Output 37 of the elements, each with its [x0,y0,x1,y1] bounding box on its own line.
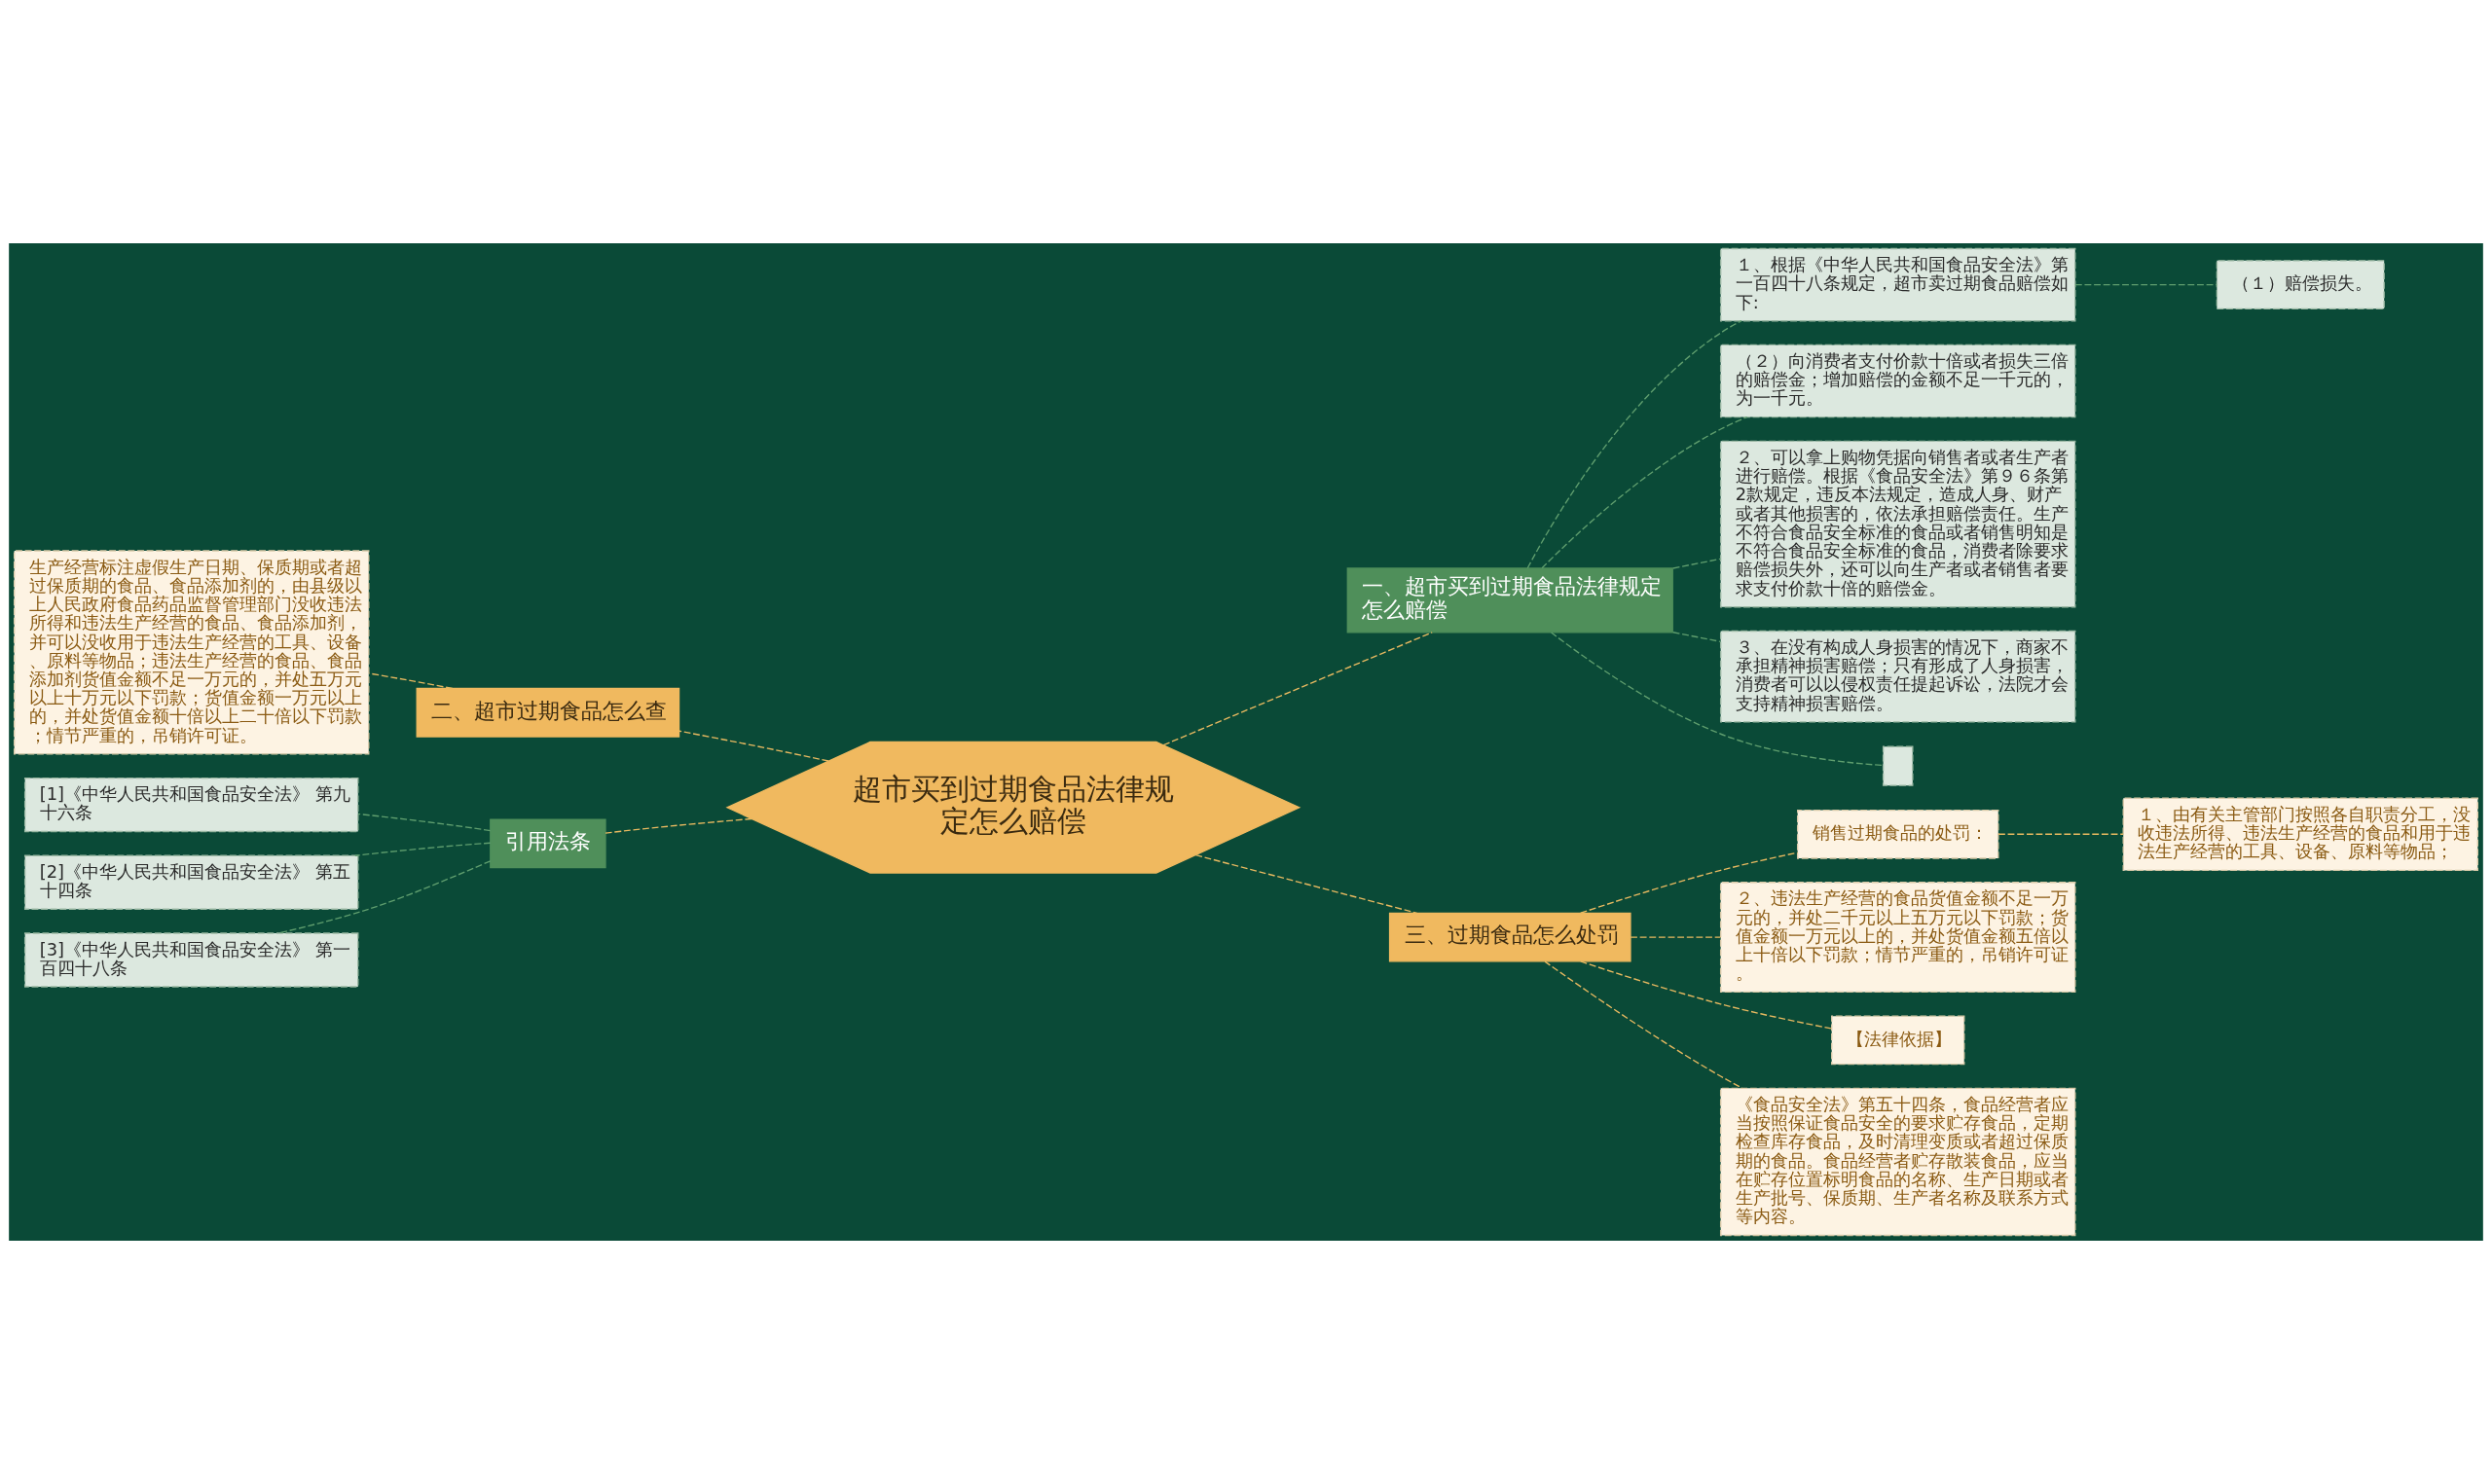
node-box: 二、超市过期食品怎么查 [416,687,680,738]
connector [1194,854,1418,915]
node-box [1882,745,1914,786]
node-box: 三、过期食品怎么处罚 [1388,912,1631,962]
connector [1580,851,1799,914]
node-box: [1]《中华人民共和国食品安全法》 第九十六条 [23,777,359,833]
connector [277,860,492,934]
node-box: （２）向消费者支付价款十倍或者损失三倍的赔偿金；增加赔偿的金额不足一千元的，为一千元。 [1719,344,2076,418]
node-box: 一、超市买到过期食品法律规定怎么赔偿 [1346,567,1673,633]
node-box: ３、在没有构成人身损害的情况下，商家不承担精神损害赔偿；只有形成了人身损害，消费者可以以侵权责任提起诉讼，法院才会支持精神损害赔偿。 [1719,630,2076,723]
node-box: 《食品安全法》第五十四条，食品经营者应当按照保证食品安全的要求贮存食品，定期检查库存食品，及时清理变质或者超过保质期的食品。食品经营者贮存散装食品，应当在贮存位置标明食品的名称、生产日期或者生产批号、保质期、生产者名称及联系方式等内容。 [1719,1087,2076,1237]
connector [1672,632,1722,643]
connector [1550,632,1884,767]
connector [357,813,492,832]
node-box: 引用法条 [490,818,606,869]
connector [1162,632,1433,746]
connector [1630,936,1722,938]
node-box: 【法律依据】 [1831,1015,1965,1066]
connector [1526,320,1742,569]
connector [354,842,492,856]
connector [368,672,454,690]
connector [1541,416,1748,569]
node-box: （１）赔偿损失。 [2216,260,2385,309]
node-box: １、根据《中华人民共和国食品安全法》第一百四十八条规定，超市卖过期食品赔偿如下: [1719,247,2076,322]
node-box: ２、违法生产经营的食品货值金额不足一万元的，并处二千元以上五万元以下罚款；货值金额一万元以上的，并处货值金额五倍以上十倍以下罚款；情节严重的，吊销许可证。 [1719,882,2076,994]
node-box: [2]《中华人民共和国食品安全法》 第五十四条 [23,854,359,910]
connector [605,817,752,834]
node-box: [3]《中华人民共和国食品安全法》 第一百四十八条 [23,932,359,988]
connector [678,730,829,762]
connector [1580,960,1833,1030]
connector [2074,283,2217,286]
node-box: １、由有关主管部门按照各自职责分工，没收违法所得、违法生产经营的食品和用于违法生产经营的工具、设备、原料等物品； [2122,797,2479,872]
connector [1672,558,1722,569]
node-box: ２、可以拿上购物凭据向销售者或者生产者进行赔偿。根据《食品安全法》第９６条第2款规定，违反本法规定，造成人身、财产或者其他损害的，依法承担赔偿责任。生产不符合食品安全标准的食品或者销售明知是不符合食品安全标准的食品，消费者除要求赔偿损失外，还可以向生产者或者销售者要求支付价款十倍的赔偿金。 [1719,440,2076,608]
node-box: 销售过期食品的处罚： [1796,809,1999,859]
connector [1997,833,2124,835]
node-box: 生产经营标注虚假生产日期、保质期或者超过保质期的食品、食品添加剂的，由县级以上人民政府食品药品监督管理部门没收违法所得和违法生产经营的食品、食品添加剂，并可以没收用于违法生产经营的工具、设备、原料等物品；违法生产经营的食品、食品添加剂货值金额不足一万元的，并处五万元以上十万元以下罚款；货值金额一万元以上的，并处货值金额十倍以上二十倍以下罚款；情节严重的，吊销许可证。 [13,550,370,755]
